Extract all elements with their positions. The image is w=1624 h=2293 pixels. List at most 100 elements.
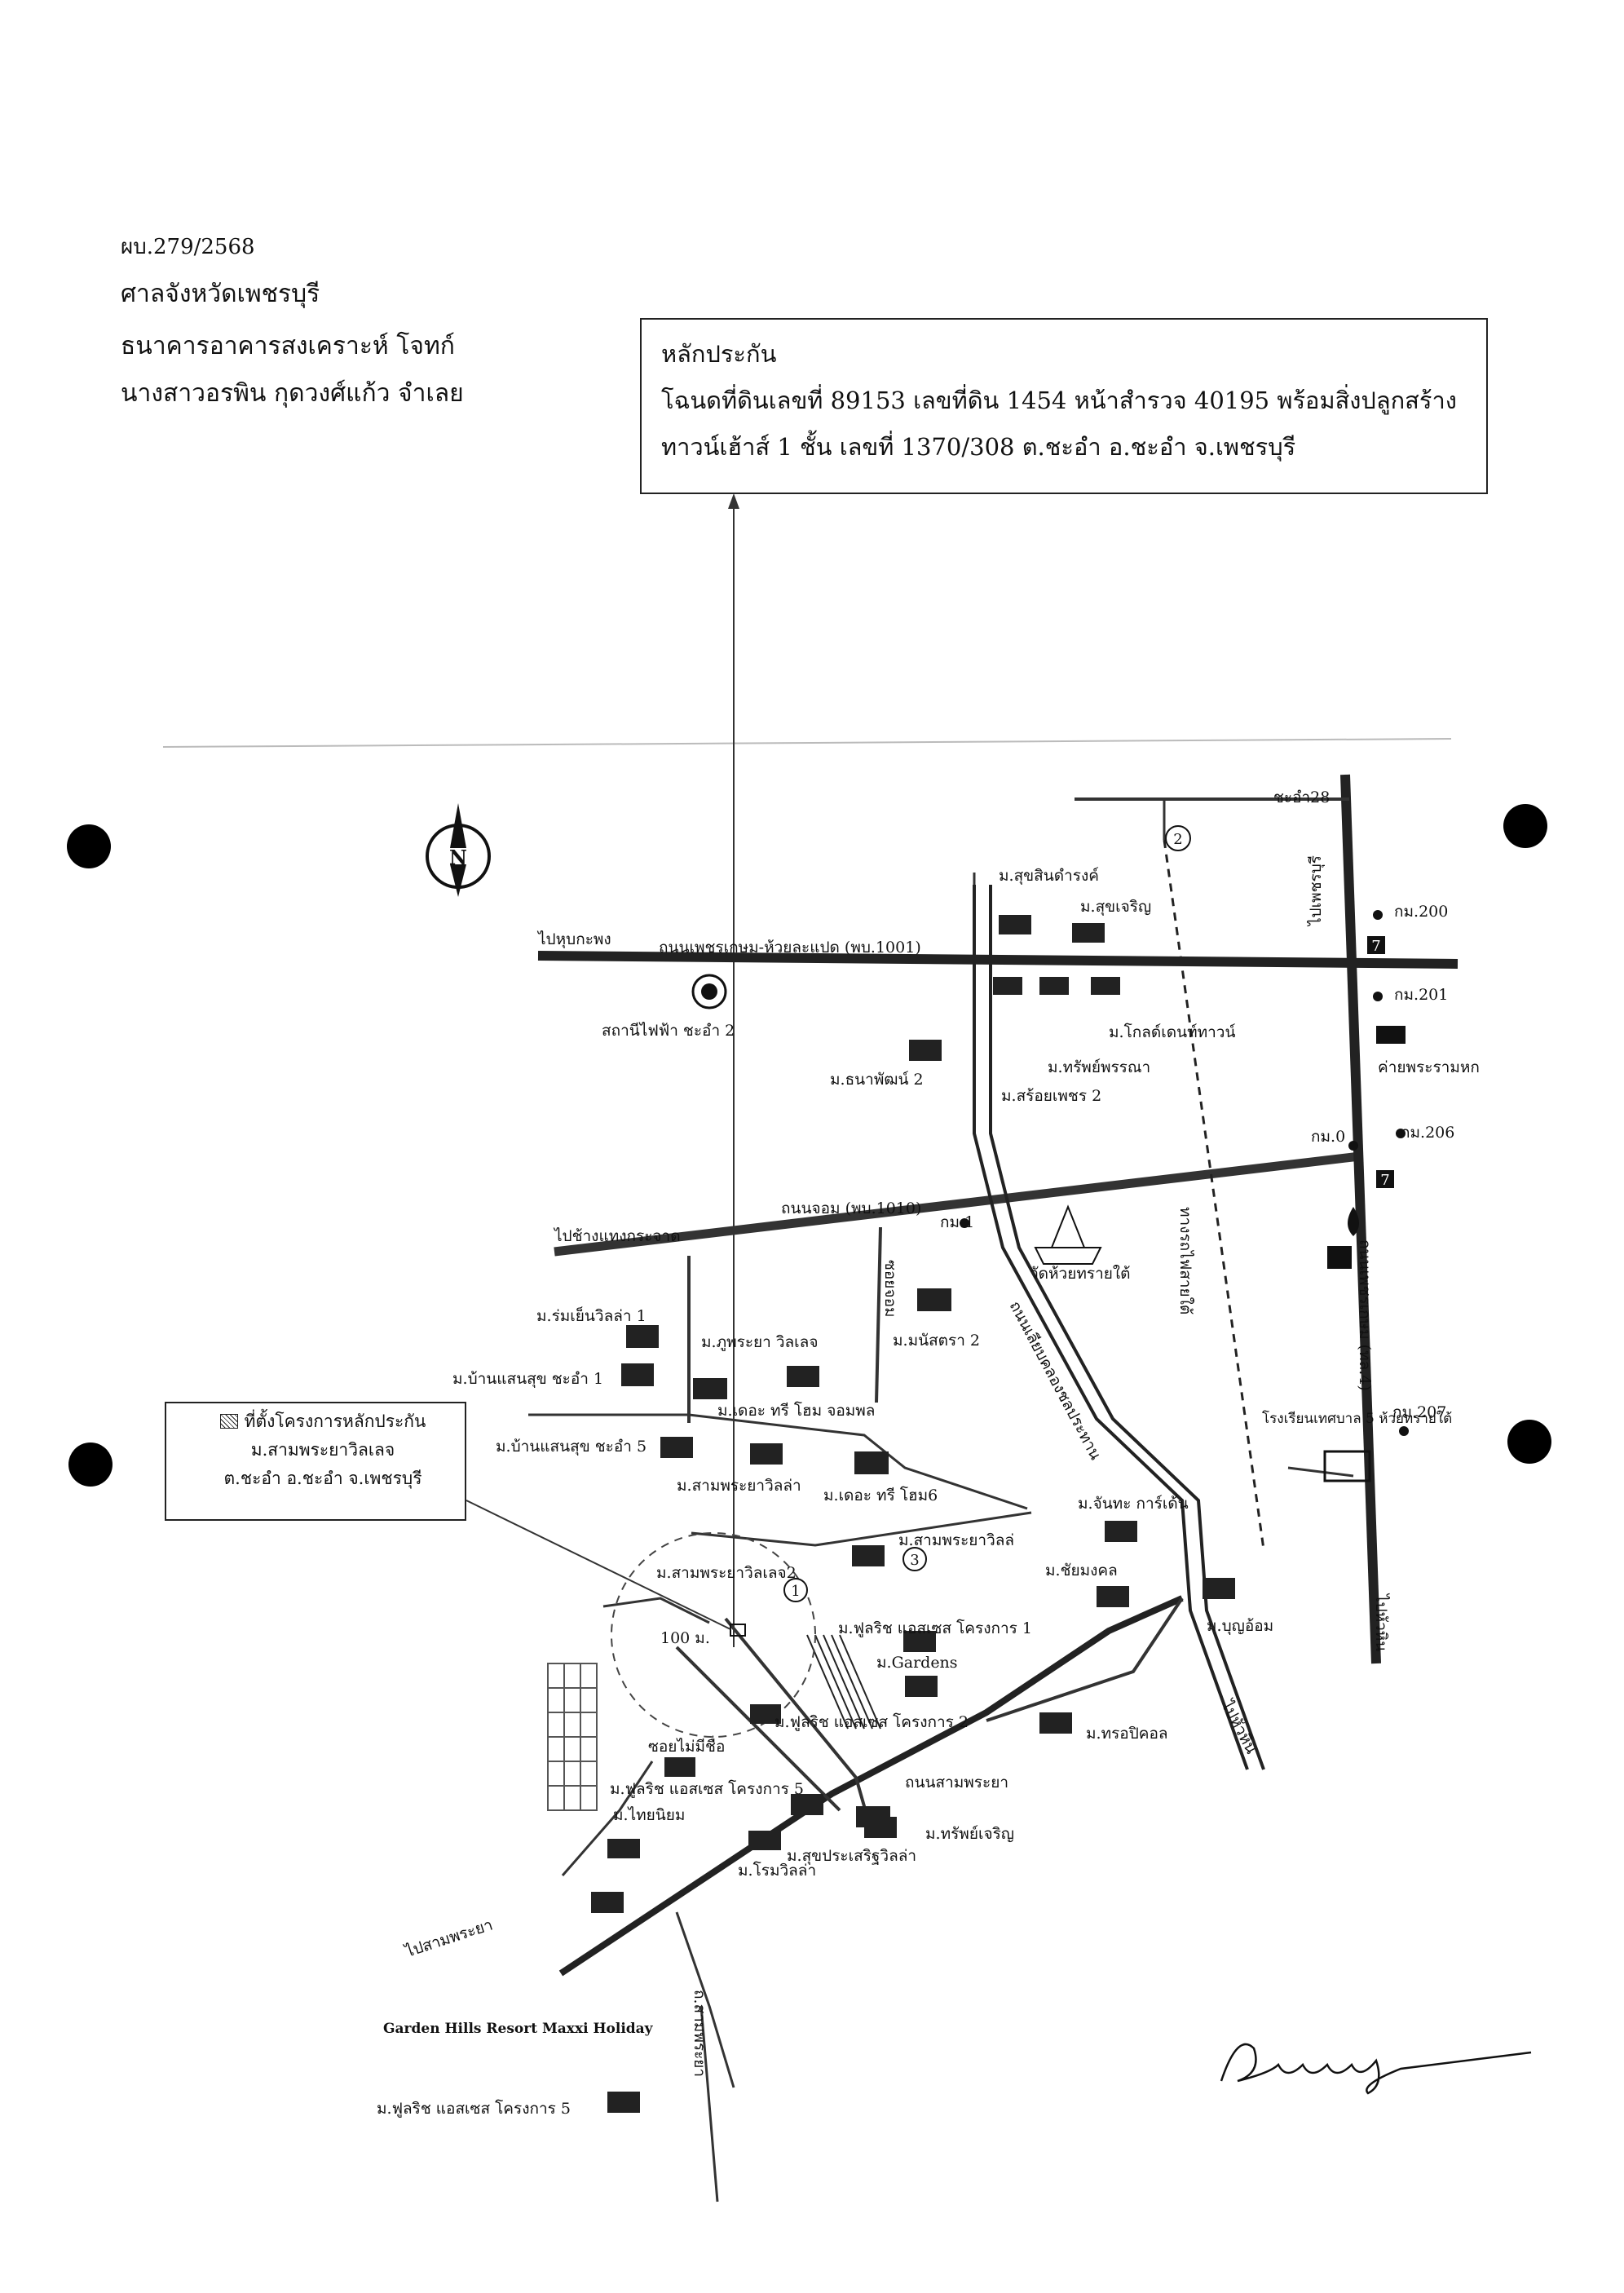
label-km201: กม.201 — [1394, 986, 1448, 1004]
label-to-petchaburi: ไปเพชรบุรี — [1307, 855, 1326, 927]
binder-hole — [68, 1443, 113, 1487]
label-suk-prasert: ม.สุขประเสริฐวิลล่า — [787, 1847, 916, 1866]
label-km0: กม.0 — [1311, 1128, 1345, 1146]
label-manatsara2: ม.มนัสตรา 2 — [893, 1332, 980, 1350]
label-sapcharoen: ม.ทรัพย์เจริญ — [925, 1825, 1014, 1843]
plaintiff-line: ธนาคารอาคารสงเคราะห์ โจทก์ — [121, 332, 455, 360]
railway-line — [1163, 839, 1265, 1550]
gas-station-icon — [1348, 1207, 1359, 1236]
label-baan-saensuk1: ม.บ้านแสนสุข ชะอำ 1 — [452, 1370, 603, 1389]
seven-eleven-icon: 7 — [1376, 1170, 1394, 1189]
court-name: ศาลจังหวัดเพชรบุรี — [121, 280, 320, 308]
road-petkasem-4 — [1340, 774, 1381, 1664]
label-baan-saensuk5: ม.บ้านแสนสุข ชะอำ 5 — [496, 1438, 647, 1456]
svg-text:1: 1 — [791, 1583, 800, 1600]
label-to-nong-phai: ไปหุบกะพง — [536, 930, 611, 949]
label-thai-niyom: ม.ไทยนิยม — [613, 1806, 685, 1824]
circle-marker-3: 3 — [902, 1547, 927, 1571]
road-nongom — [554, 1151, 1361, 1257]
label-100m: 100 ม. — [660, 1629, 710, 1647]
collateral-address: ทาวน์เฮ้าส์ 1 ชั้น เลขที่ 1370/308 ต.ชะอ… — [661, 433, 1296, 461]
label-wat-huay: วัดห้วยทรายใต้ — [1030, 1265, 1130, 1283]
binder-hole — [1503, 804, 1547, 848]
label-power-station: สถานีไฟฟ้า ชะอำ 2 — [602, 1022, 735, 1040]
label-km207: กม.207 — [1392, 1403, 1446, 1421]
label-sappanya: ม.ทรัพย์พรรณา — [1048, 1058, 1150, 1076]
label-road-nongom: ถนนจอม (พบ.1010) — [781, 1200, 921, 1217]
circle-marker-2: 2 — [1165, 825, 1191, 851]
svg-text:3: 3 — [910, 1552, 919, 1569]
signature — [1220, 2043, 1532, 2095]
label-suksri: ม.สุขเจริญ — [1080, 898, 1151, 917]
label-road-samphraya: ถนนสามพระยา — [905, 1774, 1008, 1792]
svg-text:7: 7 — [1380, 1172, 1389, 1189]
radius-circle — [611, 1532, 816, 1738]
label-to-hua-hin: ไปหัวหิน — [1372, 1593, 1390, 1651]
road-samphraya — [558, 1595, 1184, 1977]
label-rom-yen-villa: ม.ร่มเย็นวิลล่า 1 — [536, 1306, 647, 1325]
legend-title: ที่ตั้งโครงการหลักประกัน — [189, 1413, 457, 1430]
label-road-samphraya-v: ถ.สามพระยา — [691, 1990, 708, 2077]
label-chaimongkol: ม.ชัยมงคล — [1045, 1562, 1118, 1579]
label-to-chang-kaeng: ไปช้างแทงกระจาด — [553, 1227, 681, 1245]
legend-leader-line — [466, 1500, 731, 1630]
label-samphraya-village2: ม.สามพระยาวิลเลจ2 — [656, 1564, 797, 1582]
label-samphraya-villa-b: ม.สามพระยาวิลล่ — [898, 1531, 1014, 1549]
housing-grid — [547, 1663, 598, 1811]
label-tanapat2: ม.ธนาพัฒน์ 2 — [830, 1071, 924, 1089]
label-fuchic-proj1: ม.ฟูลริช แอสเซส โครงการ 1 — [838, 1619, 1032, 1637]
collateral-deed: โฉนดที่ดินเลขที่ 89153 เลขที่ดิน 1454 หน… — [661, 387, 1457, 414]
label-railway: ทางรถไฟสายใต้ — [1176, 1207, 1194, 1314]
label-rome-villa: ม.โรมวิลล่า — [738, 1861, 816, 1880]
road-canal — [973, 885, 1249, 1770]
legend-box: ที่ตั้งโครงการหลักประกัน ม.สามพระยาวิลเล… — [165, 1402, 466, 1521]
svg-text:2: 2 — [1173, 831, 1182, 848]
label-road-petkasem-huay: ถนนเพชรเกษม-ห้วยละแปด (พบ.1001) — [659, 939, 921, 957]
label-samphraya-villa: ม.สามพระยาวิลล่า — [677, 1477, 801, 1495]
label-km206: กม.206 — [1401, 1124, 1454, 1142]
label-phuphraya: ม.ภูพระยา วิลเลจ — [701, 1333, 818, 1351]
label-km200: กม.200 — [1394, 903, 1448, 921]
hatch-swatch-icon — [219, 1414, 238, 1429]
school-icon — [1323, 1450, 1371, 1482]
label-boonyaom: ม.บุญอ้อม — [1207, 1617, 1273, 1636]
label-road-petkasem-4: ถนนเพชรเกษม (ทล.4) — [1356, 1239, 1374, 1391]
label-to-samphraya: ไปสามพระยา — [402, 1915, 495, 1961]
label-trop-pikol: ม.ทรอปิคอล — [1086, 1725, 1168, 1743]
label-chanthakan: ม.จันทะ การ์เด้น — [1078, 1495, 1189, 1513]
label-camp: ค่ายพระรามหก — [1378, 1058, 1480, 1076]
defendant-line: นางสาวอรพิน กุดวงศ์แก้ว จำเลย — [121, 379, 464, 408]
road-petkasem-huay — [537, 951, 1459, 969]
label-koldentown: ม.โกลด์เดนท์ทาวน์ — [1109, 1023, 1236, 1041]
binder-hole — [67, 824, 111, 868]
circle-marker-1: 1 — [783, 1578, 808, 1602]
compass-n: N — [449, 846, 467, 869]
compass-icon: N — [426, 803, 491, 897]
camp-icon — [1376, 1026, 1406, 1044]
bank-icon — [1327, 1246, 1352, 1269]
label-school: โรงเรียนเทศบาล 5 ห้วยทรายใต้ — [1262, 1410, 1452, 1427]
temple-icon — [1034, 1204, 1102, 1265]
legend-location: ต.ชะอำ อ.ชะอำ จ.เพชรบุรี — [223, 1469, 422, 1488]
collateral-box: หลักประกัน โฉนดที่ดินเลขที่ 89153 เลขที่… — [640, 318, 1488, 494]
label-sukhsin: ม.สุขสินดำรงค์ — [999, 867, 1099, 886]
label-km1: กม.1 — [940, 1213, 974, 1231]
seven-eleven-icon: 7 — [1367, 936, 1385, 955]
label-the-tree-home: ม.เดอะ ทรี โฮม จอมพล — [717, 1401, 875, 1420]
km-markers — [960, 910, 1409, 1436]
pointer-arrowhead — [728, 493, 739, 509]
collateral-title: หลักประกัน — [661, 340, 777, 368]
label-fuchic-bottom: ม.ฟูลริช แอสเซส โครงการ 5 — [377, 2099, 571, 2118]
label-fuchic-proj2: ม.ฟูลริช แอสเซส โครงการ 2 — [774, 1712, 969, 1731]
svg-text:7: 7 — [1371, 938, 1380, 955]
label-soi-mai-mi-chue: ซอยไม่มีชื่อ — [648, 1735, 725, 1756]
house-cluster-icons — [591, 915, 1235, 2113]
label-gardens: ม.Gardens — [876, 1654, 958, 1672]
label-fuchic-proj5: ม.ฟูลริช แอสเซส โครงการ 5 — [610, 1779, 804, 1798]
label-soi: ซอยจอม — [881, 1260, 899, 1318]
label-the-tree-home6: ม.เดอะ ทรี โฮม6 — [823, 1486, 938, 1504]
label-garden-hills: Garden Hills Resort Maxxi Holiday — [383, 2021, 654, 2037]
label-road-canal: ถนนเลียบคลองชลประทาน — [1006, 1298, 1105, 1463]
label-cha-am-28: ชะอำ28 — [1273, 789, 1330, 806]
